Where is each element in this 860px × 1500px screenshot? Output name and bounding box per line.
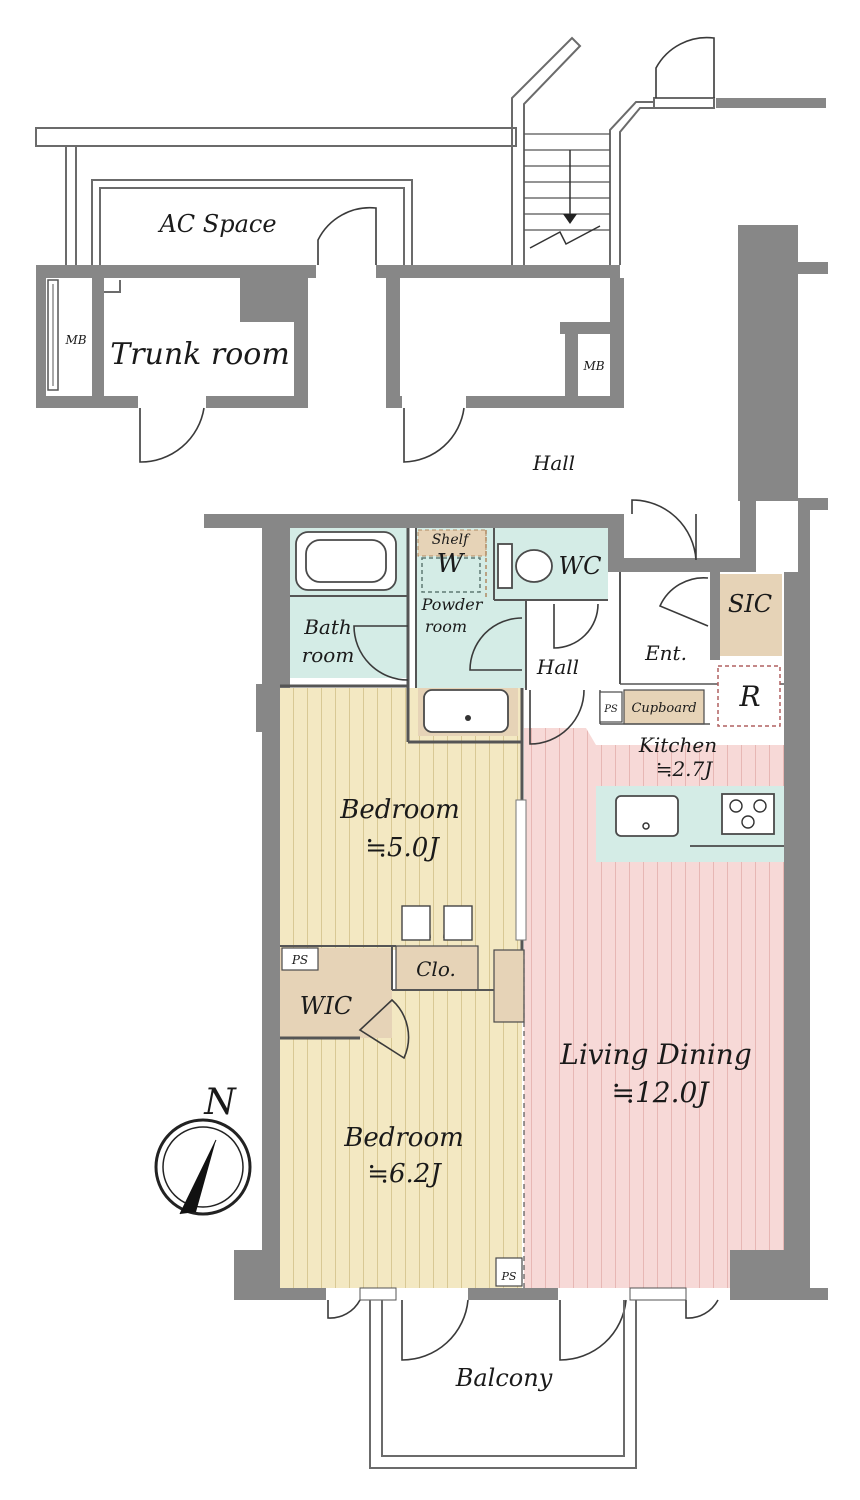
ps-shaft	[281, 947, 319, 971]
trunk-room-label: Trunk room	[110, 337, 290, 372]
wall	[386, 278, 400, 396]
stair-door	[655, 36, 715, 98]
sic-closet	[716, 574, 782, 656]
wall	[46, 396, 138, 408]
wall	[206, 396, 308, 408]
wall	[36, 265, 316, 278]
bedroom-1-size: ≒5.0J	[365, 833, 440, 863]
ac-space-label: AC Space	[157, 210, 276, 238]
fixtures	[281, 531, 784, 1287]
doors	[327, 499, 719, 1361]
entrance-label: Ent.	[644, 641, 687, 665]
mb-closet-right	[578, 334, 610, 396]
ac-space-parapet	[35, 127, 517, 147]
washer-label: W	[437, 549, 466, 579]
inner-hall-label: Hall	[536, 655, 579, 679]
washer-space	[421, 557, 481, 593]
wall	[376, 265, 620, 278]
compass-ring	[154, 1118, 252, 1216]
wall	[798, 1288, 828, 1300]
wall	[565, 322, 578, 396]
bedroom-2-floor	[280, 990, 522, 1288]
staircase	[511, 36, 826, 265]
balcony-door-left	[401, 1299, 469, 1361]
wic-label: WIC	[300, 992, 353, 1020]
powder-room-door	[469, 617, 523, 671]
balcony	[369, 1300, 637, 1469]
toilet	[497, 543, 513, 589]
wall	[92, 278, 104, 396]
vanity	[423, 689, 509, 733]
stair-arrow-icon	[563, 214, 577, 224]
kitchen-sink	[615, 795, 679, 837]
north-label: N	[203, 1082, 237, 1123]
wall	[610, 278, 624, 408]
shelf	[417, 529, 487, 557]
bedroom-1-label: Bedroom	[339, 795, 460, 825]
bath-label: Bath	[303, 615, 352, 639]
balcony-label: Balcony	[455, 1364, 553, 1392]
shelf-label: Shelf	[432, 532, 471, 548]
powder-room-label: room	[425, 617, 467, 636]
unit-walls	[204, 498, 798, 1300]
wall	[36, 278, 46, 408]
common-hall-label: Hall	[532, 451, 575, 475]
wall	[466, 396, 624, 408]
mb-label-left: MB	[64, 333, 86, 347]
ps-label-kitchen: PS	[603, 704, 618, 715]
living-dining-floor	[524, 728, 784, 1288]
refrigerator-space	[717, 665, 781, 727]
wall	[798, 262, 828, 274]
living-dining-label: Living Dining	[559, 1038, 752, 1071]
cupboard	[623, 689, 705, 725]
kitchen-size: ≒2.7J	[656, 757, 714, 781]
upper-block	[35, 127, 624, 463]
cupboard-label: Cupboard	[631, 701, 696, 716]
powder-label: Powder	[421, 595, 484, 614]
room-labels: AC Space Trunk room MB MB Hall Shelf W W…	[64, 210, 772, 1392]
wic-door	[358, 998, 410, 1060]
ps-shaft	[495, 1257, 523, 1287]
wc-label: WC	[558, 552, 601, 580]
balcony-door-right	[559, 1299, 627, 1361]
wall	[240, 278, 304, 322]
hall-door	[529, 689, 585, 745]
trunk-room-door	[139, 407, 205, 463]
wall	[386, 396, 402, 408]
ps-label-bedroom: PS	[501, 1270, 517, 1283]
wc-door	[553, 603, 599, 649]
bedroom-2-label: Bedroom	[343, 1123, 464, 1153]
wall	[738, 225, 798, 501]
refrigerator-label: R	[738, 680, 760, 713]
wall	[294, 278, 308, 396]
bath-room-label: room	[302, 643, 355, 667]
bedroom-2-size: ≒6.2J	[367, 1159, 442, 1189]
storage-door	[403, 407, 465, 463]
closet-label: Clo.	[416, 957, 456, 981]
entrance-door	[631, 499, 697, 561]
wall	[798, 498, 810, 1293]
sic-label: SIC	[728, 590, 772, 618]
kitchen-label: Kitchen	[638, 733, 717, 757]
bath-door	[353, 625, 409, 681]
ac-space-door	[317, 206, 377, 265]
living-dining-size: ≒12.0J	[611, 1076, 710, 1109]
mb-label-right: MB	[582, 359, 604, 373]
compass	[154, 1118, 252, 1216]
ps-label-wic: PS	[291, 953, 308, 967]
ps-shaft	[599, 691, 623, 723]
